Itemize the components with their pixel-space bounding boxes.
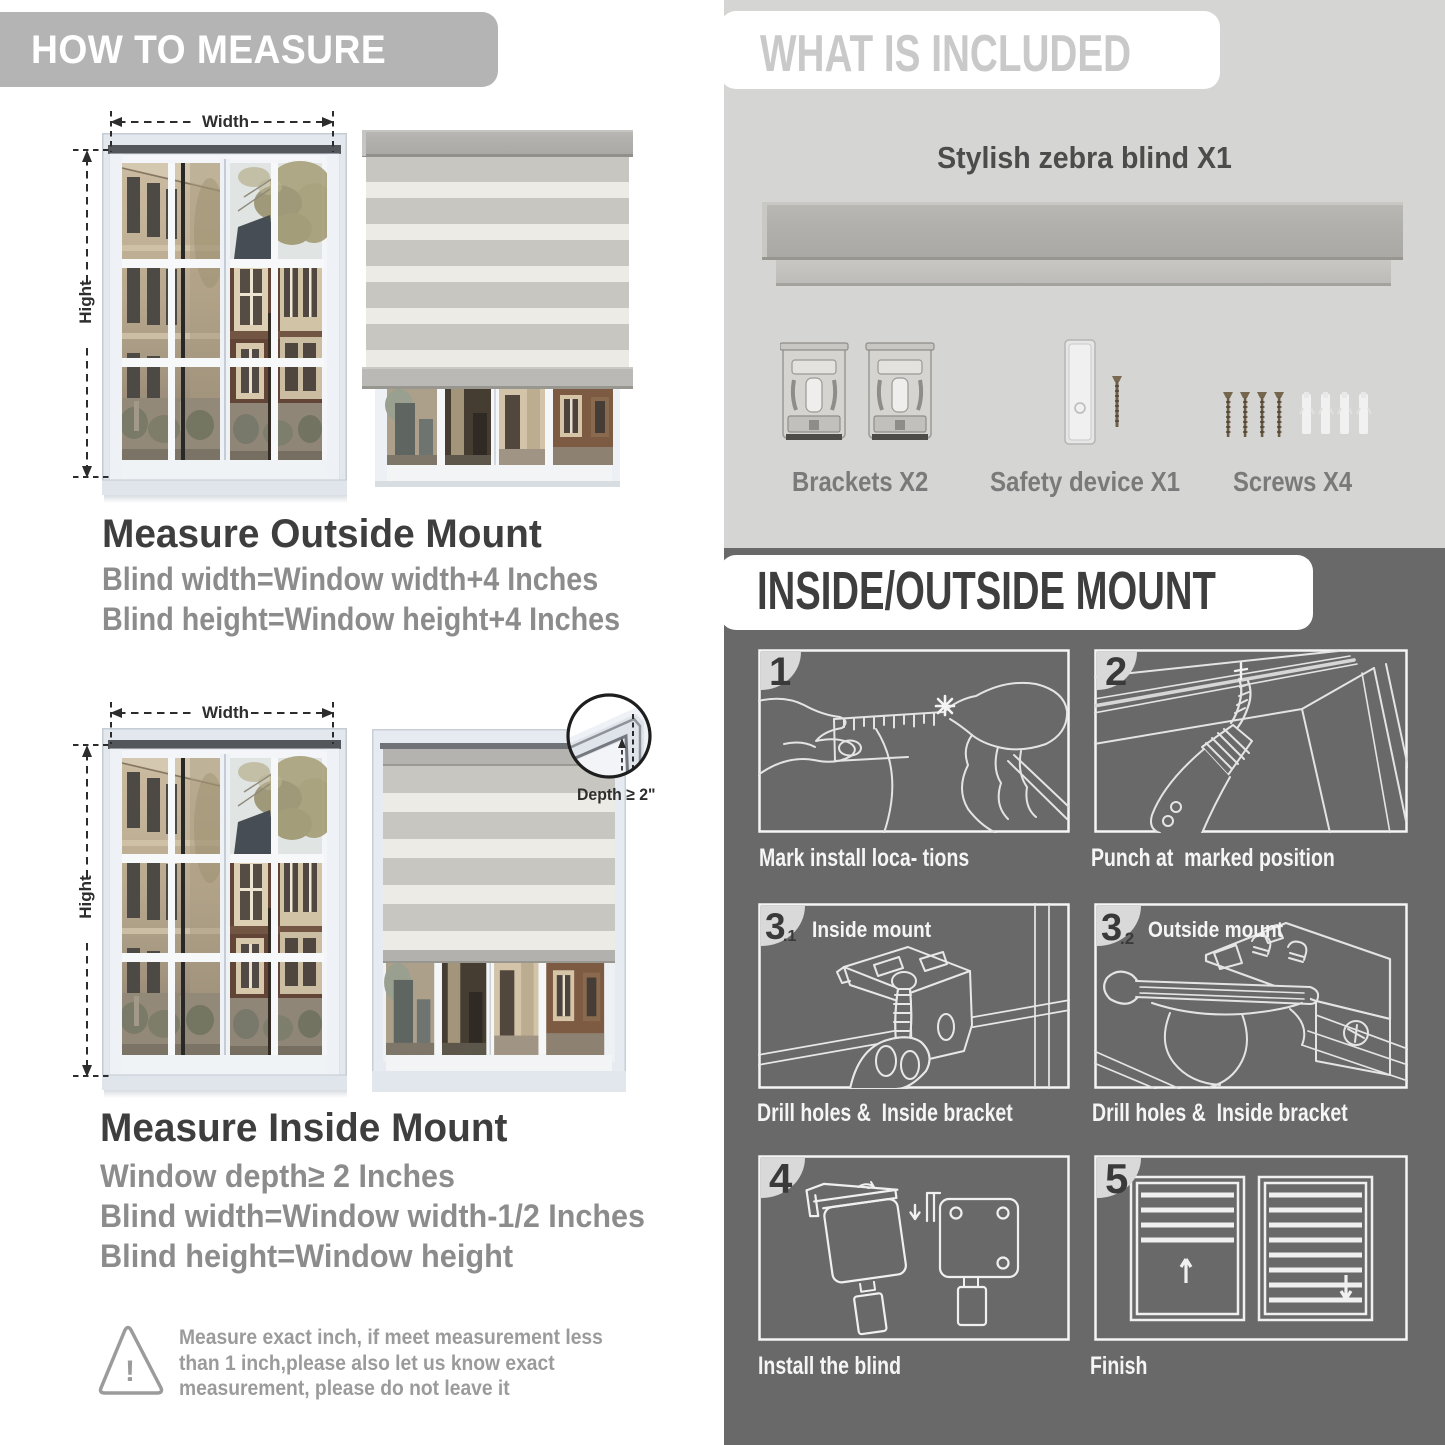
svg-text:.1: .1 (783, 928, 796, 945)
svg-text:3: 3 (1101, 907, 1122, 949)
svg-text:!: ! (125, 1355, 135, 1388)
svg-text:4: 4 (769, 1155, 793, 1202)
svg-text:2: 2 (1105, 650, 1127, 694)
svg-text:3: 3 (765, 906, 786, 947)
svg-text:1: 1 (769, 650, 791, 694)
svg-text:.2: .2 (1120, 929, 1134, 948)
svg-text:5: 5 (1105, 1155, 1128, 1202)
